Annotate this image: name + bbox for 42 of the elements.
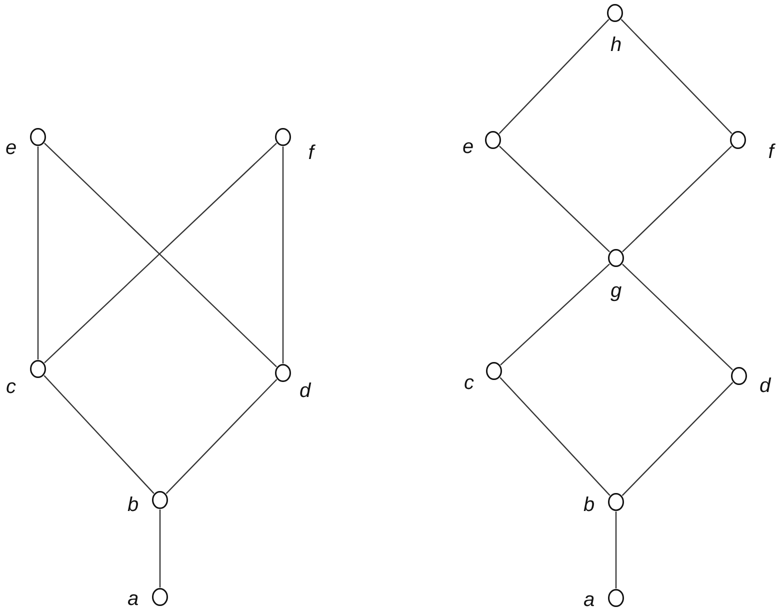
vertex-circle <box>607 4 623 22</box>
vertex-label: b <box>127 495 139 515</box>
vertex-label: h <box>610 35 622 55</box>
vertex-label: c <box>6 377 16 397</box>
connector-line <box>500 264 610 366</box>
connector-line <box>282 146 284 364</box>
connector-line <box>37 146 39 360</box>
connector-line <box>166 379 278 494</box>
vertex-circle <box>152 491 168 509</box>
connector-line <box>500 377 610 496</box>
connector-line <box>622 382 734 496</box>
vertex-label: d <box>759 376 771 396</box>
connector-line <box>499 146 610 252</box>
vertex-circle <box>486 362 502 380</box>
vertex-label: b <box>583 495 595 515</box>
vertex-label: e <box>5 138 17 158</box>
connector-line <box>498 19 610 134</box>
vertex-label: d <box>299 381 311 401</box>
vertex-label: f <box>768 142 774 162</box>
connector-line <box>44 375 154 494</box>
vertex-circle <box>608 249 624 267</box>
vertex-label: c <box>464 373 474 393</box>
vertex-label: g <box>610 281 622 301</box>
vertex-circle <box>608 493 624 511</box>
vertex-circle <box>730 131 746 149</box>
vertex-circle <box>731 367 747 385</box>
vertex-circle <box>30 128 46 146</box>
vertex-label: e <box>462 137 474 157</box>
connector-line <box>620 19 732 134</box>
connector-line <box>159 510 161 588</box>
vertex-circle <box>485 131 501 149</box>
vertex-circle <box>275 128 291 146</box>
vertex-circle <box>152 588 168 606</box>
vertex-label: a <box>583 590 595 610</box>
connector-line <box>622 146 732 252</box>
vertex-circle <box>275 364 291 382</box>
vertex-label: a <box>127 589 139 609</box>
connector-line <box>615 512 617 588</box>
connector-line <box>622 264 733 370</box>
vertex-circle <box>608 589 624 607</box>
vertex-circle <box>30 360 46 378</box>
vertex-label: f <box>308 143 314 163</box>
